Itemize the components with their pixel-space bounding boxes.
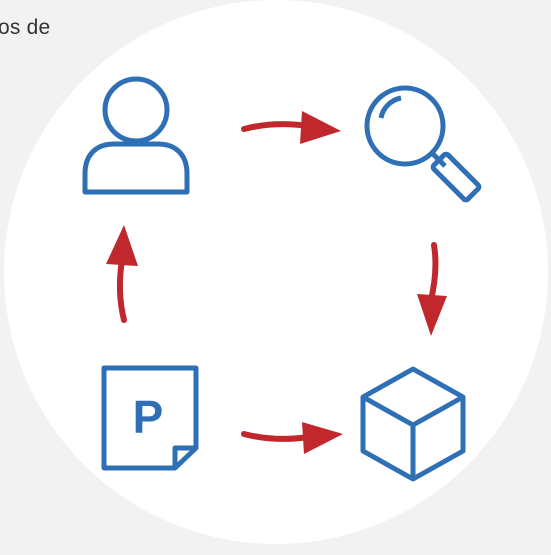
arrowhead-user-to-search	[300, 111, 341, 144]
arrowhead-search-to-cube	[417, 294, 447, 336]
arrow-document-to-cube	[241, 431, 311, 442]
arrowhead-document-to-cube	[302, 422, 343, 454]
arrowhead-document-to-user	[106, 225, 138, 266]
user-icon	[82, 76, 190, 195]
arrow-document-to-user	[116, 257, 127, 323]
document-letter: P	[133, 391, 164, 443]
magnifier-icon	[364, 85, 482, 203]
document-p-icon: P	[101, 365, 199, 471]
background-circle	[4, 0, 548, 544]
partial-caption-text: os de	[0, 16, 51, 39]
cube-icon	[360, 366, 466, 482]
